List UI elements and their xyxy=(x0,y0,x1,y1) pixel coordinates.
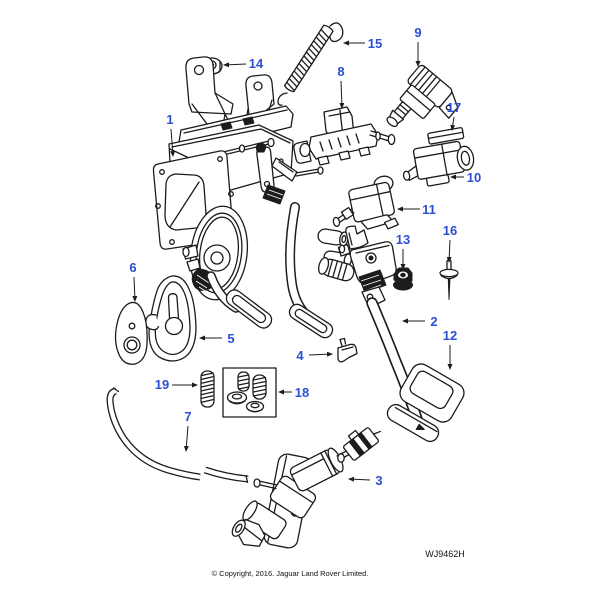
callout-17: 17 xyxy=(447,100,461,131)
callout-16: 16 xyxy=(443,223,457,263)
callout-2: 2 xyxy=(402,314,438,329)
callout-label-19[interactable]: 19 xyxy=(155,377,169,392)
part-11-switch-illustration xyxy=(332,175,399,230)
callout-label-12[interactable]: 12 xyxy=(443,328,457,343)
callout-1: 1 xyxy=(166,112,176,157)
leader-line-6 xyxy=(132,276,138,302)
callout-13: 13 xyxy=(396,232,410,270)
callout-label-1[interactable]: 1 xyxy=(166,112,173,127)
callout-14: 14 xyxy=(223,56,264,71)
callout-19: 19 xyxy=(155,377,198,392)
callout-10: 10 xyxy=(450,170,481,185)
part-10-17-switch-illustration xyxy=(402,127,475,187)
copyright-text: © Copyright, 2016. Jaguar Land Rover Lim… xyxy=(212,569,369,578)
callout-label-11[interactable]: 11 xyxy=(422,202,436,217)
leader-line-16 xyxy=(446,239,452,263)
part-1-pedal-bracket-illustration xyxy=(152,56,353,339)
callouts: 1 2 3 4 5 6 7 8 9 10 11 12 13 14 15 16 1… xyxy=(129,25,481,488)
leader-line-4 xyxy=(308,351,333,357)
callout-label-10[interactable]: 10 xyxy=(467,170,481,185)
leader-line-3 xyxy=(348,476,371,482)
callout-12: 12 xyxy=(443,328,457,370)
callout-label-13[interactable]: 13 xyxy=(396,232,410,247)
callout-label-7[interactable]: 7 xyxy=(184,409,191,424)
callout-7: 7 xyxy=(183,409,192,452)
part-18-kit-illustration xyxy=(222,367,277,418)
part-3-master-cylinder-illustration xyxy=(231,427,382,549)
drawing-code: WJ9462H xyxy=(425,549,465,559)
callout-11: 11 xyxy=(397,202,436,217)
leader-line-1 xyxy=(170,128,176,157)
callout-9: 9 xyxy=(414,25,422,67)
callout-18: 18 xyxy=(278,385,309,400)
callout-15: 15 xyxy=(343,36,382,51)
leader-line-8 xyxy=(339,80,345,109)
callout-label-5[interactable]: 5 xyxy=(227,331,234,346)
part-19-spring-illustration xyxy=(200,370,215,408)
callout-label-2[interactable]: 2 xyxy=(430,314,437,329)
callout-label-14[interactable]: 14 xyxy=(249,56,264,71)
leader-line-17 xyxy=(450,116,456,131)
callout-5: 5 xyxy=(199,331,235,346)
part-16-pin-illustration xyxy=(439,259,459,300)
callout-8: 8 xyxy=(337,64,345,109)
callout-label-16[interactable]: 16 xyxy=(443,223,457,238)
callout-4: 4 xyxy=(296,348,333,363)
part-4-clip-illustration xyxy=(337,337,358,363)
part-8-switch-illustration xyxy=(293,106,396,166)
leader-line-14 xyxy=(223,62,247,68)
part-7-pipe-illustration xyxy=(106,387,249,484)
callout-label-8[interactable]: 8 xyxy=(337,64,344,79)
callout-6: 6 xyxy=(129,260,138,302)
callout-label-17[interactable]: 17 xyxy=(447,100,461,115)
part-6-gasket-illustration xyxy=(114,301,148,365)
part-15-spring-illustration xyxy=(277,22,344,106)
leader-line-7 xyxy=(183,425,189,452)
callout-3: 3 xyxy=(348,473,383,488)
part-2-pedal-illustration xyxy=(318,225,440,443)
callout-label-15[interactable]: 15 xyxy=(368,36,382,51)
callout-label-3[interactable]: 3 xyxy=(375,473,382,488)
part-12-pedal-pad-illustration xyxy=(399,363,465,423)
callout-label-6[interactable]: 6 xyxy=(129,260,136,275)
part-9-switch-illustration xyxy=(386,64,459,128)
connector-illustration xyxy=(343,427,382,461)
callout-label-4[interactable]: 4 xyxy=(296,348,304,363)
callout-label-18[interactable]: 18 xyxy=(295,385,309,400)
part-5-gasket-illustration xyxy=(145,275,197,362)
callout-label-9[interactable]: 9 xyxy=(414,25,421,40)
